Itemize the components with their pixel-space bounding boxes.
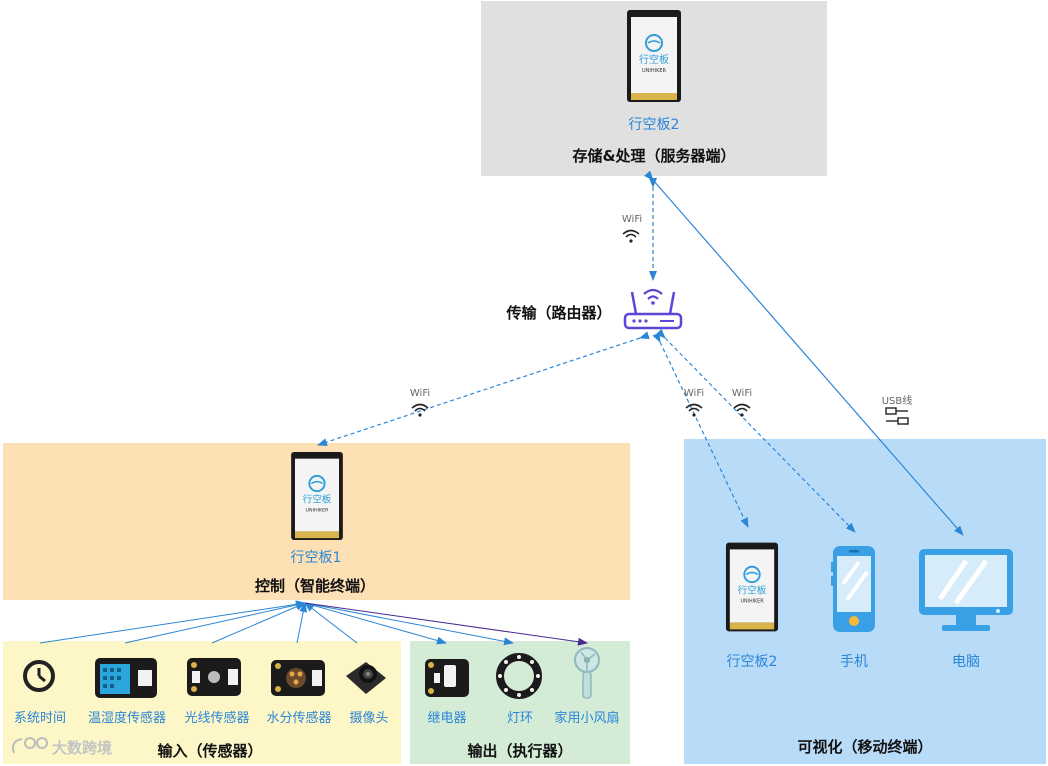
arrow-input-moisture bbox=[296, 602, 308, 644]
input-label-clock: 系统时间 bbox=[13, 711, 66, 726]
svg-text:UNIHIKER: UNIHIKER bbox=[642, 68, 667, 74]
moisture-sensor-icon bbox=[270, 658, 326, 702]
control-title: 控制（智能终端） bbox=[254, 577, 375, 595]
router-title: 传输（路由器） bbox=[506, 304, 612, 322]
arrow-input-clock bbox=[39, 600, 306, 644]
visual-label-board2: 行空板2 bbox=[726, 654, 778, 670]
wifi-label-server: WiFi bbox=[621, 214, 643, 225]
visual-label-phone: 手机 bbox=[840, 654, 868, 670]
computer-icon bbox=[916, 547, 1016, 639]
server-device-label: 行空板2 bbox=[628, 117, 680, 133]
visual-title: 可视化（移动终端） bbox=[797, 738, 933, 756]
arrow-router-phone bbox=[655, 328, 856, 533]
svg-text:UNIHIKER: UNIHIKER bbox=[740, 598, 764, 604]
output-label-relay: 继电器 bbox=[427, 711, 467, 726]
arrow-router-control bbox=[317, 331, 650, 446]
output-label-ring: 灯环 bbox=[506, 711, 533, 726]
clock-icon bbox=[22, 659, 56, 697]
watermark-logo bbox=[8, 735, 52, 761]
svg-text:行空板: 行空板 bbox=[738, 585, 767, 597]
input-label-camera: 摄像头 bbox=[349, 711, 389, 726]
arrow-input-camera bbox=[304, 602, 358, 644]
svg-text:行空板: 行空板 bbox=[639, 53, 669, 66]
led-ring-icon bbox=[496, 653, 542, 703]
arrow-output-relay bbox=[304, 602, 447, 645]
wifi-label-control: WiFi bbox=[409, 388, 431, 399]
control-board-icon: 行空板 UNIHIKER bbox=[290, 451, 344, 541]
watermark-text: 大数跨境 bbox=[52, 739, 113, 757]
svg-text:UNIHIKER: UNIHIKER bbox=[306, 507, 330, 513]
control-device-label: 行空板1 bbox=[290, 550, 342, 566]
server-title: 存储&处理（服务器端） bbox=[572, 147, 736, 165]
output-label-fan: 家用小风扇 bbox=[554, 711, 620, 726]
input-label-light: 光线传感器 bbox=[184, 711, 250, 726]
wifi-label-board2: WiFi bbox=[683, 388, 705, 399]
wifi-icon bbox=[733, 402, 751, 421]
usb-cable-icon bbox=[884, 406, 910, 430]
phone-icon bbox=[829, 544, 879, 638]
arrow-output-ring bbox=[304, 602, 514, 646]
svg-text:行空板: 行空板 bbox=[303, 494, 332, 506]
output-title: 输出（执行器） bbox=[467, 742, 573, 760]
input-title: 输入（传感器） bbox=[157, 742, 263, 760]
arrow-input-humidity bbox=[124, 601, 306, 644]
router-icon bbox=[622, 284, 684, 340]
wifi-label-phone: WiFi bbox=[731, 388, 753, 399]
input-label-moisture: 水分传感器 bbox=[266, 711, 332, 726]
visual-label-computer: 电脑 bbox=[952, 654, 980, 670]
relay-icon bbox=[424, 657, 470, 703]
server-board-icon: 行空板 UNIHIKER bbox=[626, 9, 682, 103]
wifi-icon bbox=[622, 228, 640, 247]
humidity-sensor-icon bbox=[94, 656, 158, 704]
input-label-humidity: 温湿度传感器 bbox=[87, 711, 166, 726]
fan-icon bbox=[570, 646, 604, 706]
arrow-router-board2 bbox=[652, 332, 749, 528]
arrow-server-computer bbox=[644, 170, 964, 536]
wifi-icon bbox=[411, 402, 429, 421]
board2-icon: 行空板 UNIHIKER bbox=[725, 541, 779, 633]
arrow-input-light bbox=[211, 602, 306, 644]
arrow-output-fan bbox=[304, 602, 588, 646]
camera-icon bbox=[342, 656, 390, 704]
wifi-icon bbox=[685, 402, 703, 421]
light-sensor-icon bbox=[186, 656, 242, 702]
usb-label: USB线 bbox=[881, 396, 913, 407]
